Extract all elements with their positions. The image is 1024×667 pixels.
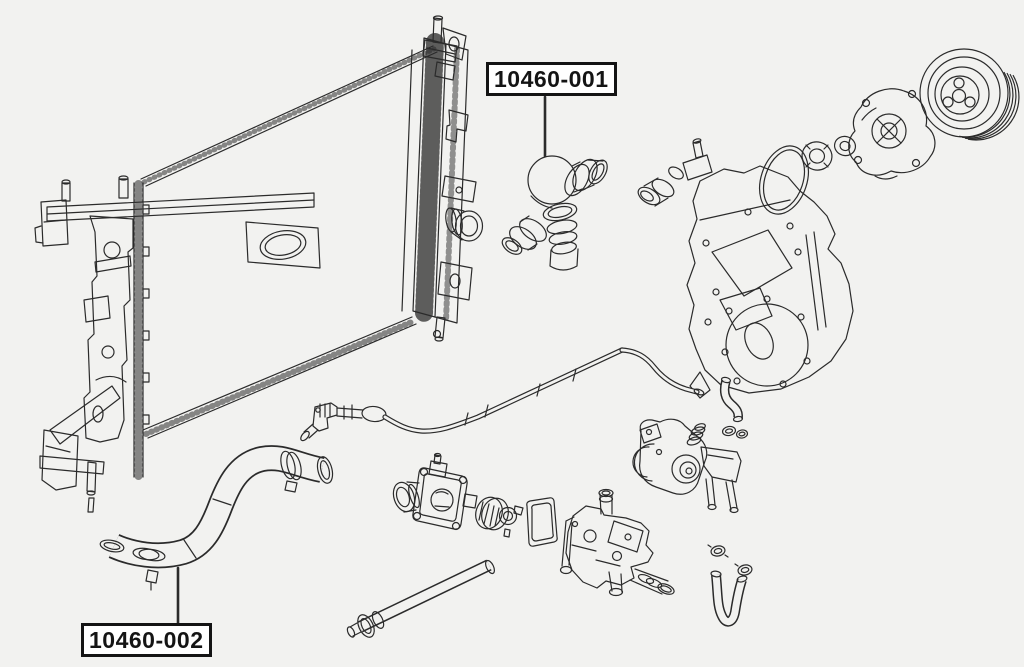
water-pump [848, 88, 936, 180]
thermostat-housing [392, 452, 478, 531]
heater-water-valve [632, 418, 742, 514]
water-pump-pulley [919, 48, 1020, 141]
thermostat [475, 496, 524, 538]
coolant-outlet-assembly [559, 488, 675, 597]
radiator-inlet-port [445, 207, 484, 242]
v-shaped-heater-hose [707, 544, 753, 627]
callout-box-10460-001: 10460-001 [486, 62, 617, 96]
radiator-mount-bracket [34, 175, 321, 513]
thermostat-gasket [526, 497, 558, 547]
coolant-bypass-pipe [300, 329, 705, 442]
lower-radiator-hose [99, 445, 334, 591]
coolant-feed-pipe [346, 559, 495, 638]
callout-leader-lines [176, 95, 547, 626]
callout-box-10460-002: 10460-002 [81, 623, 212, 657]
engine-front-cover [637, 138, 854, 399]
radiator-side-fittings [422, 15, 484, 342]
water-pump-bearing [801, 141, 833, 171]
water-pump-gasket [758, 145, 810, 215]
bypass-hose [719, 376, 744, 423]
hose-clamps [721, 425, 749, 439]
upper-radiator-hose-connector [501, 155, 608, 271]
water-pump-seal [833, 135, 857, 157]
radiator-assembly [133, 33, 469, 480]
